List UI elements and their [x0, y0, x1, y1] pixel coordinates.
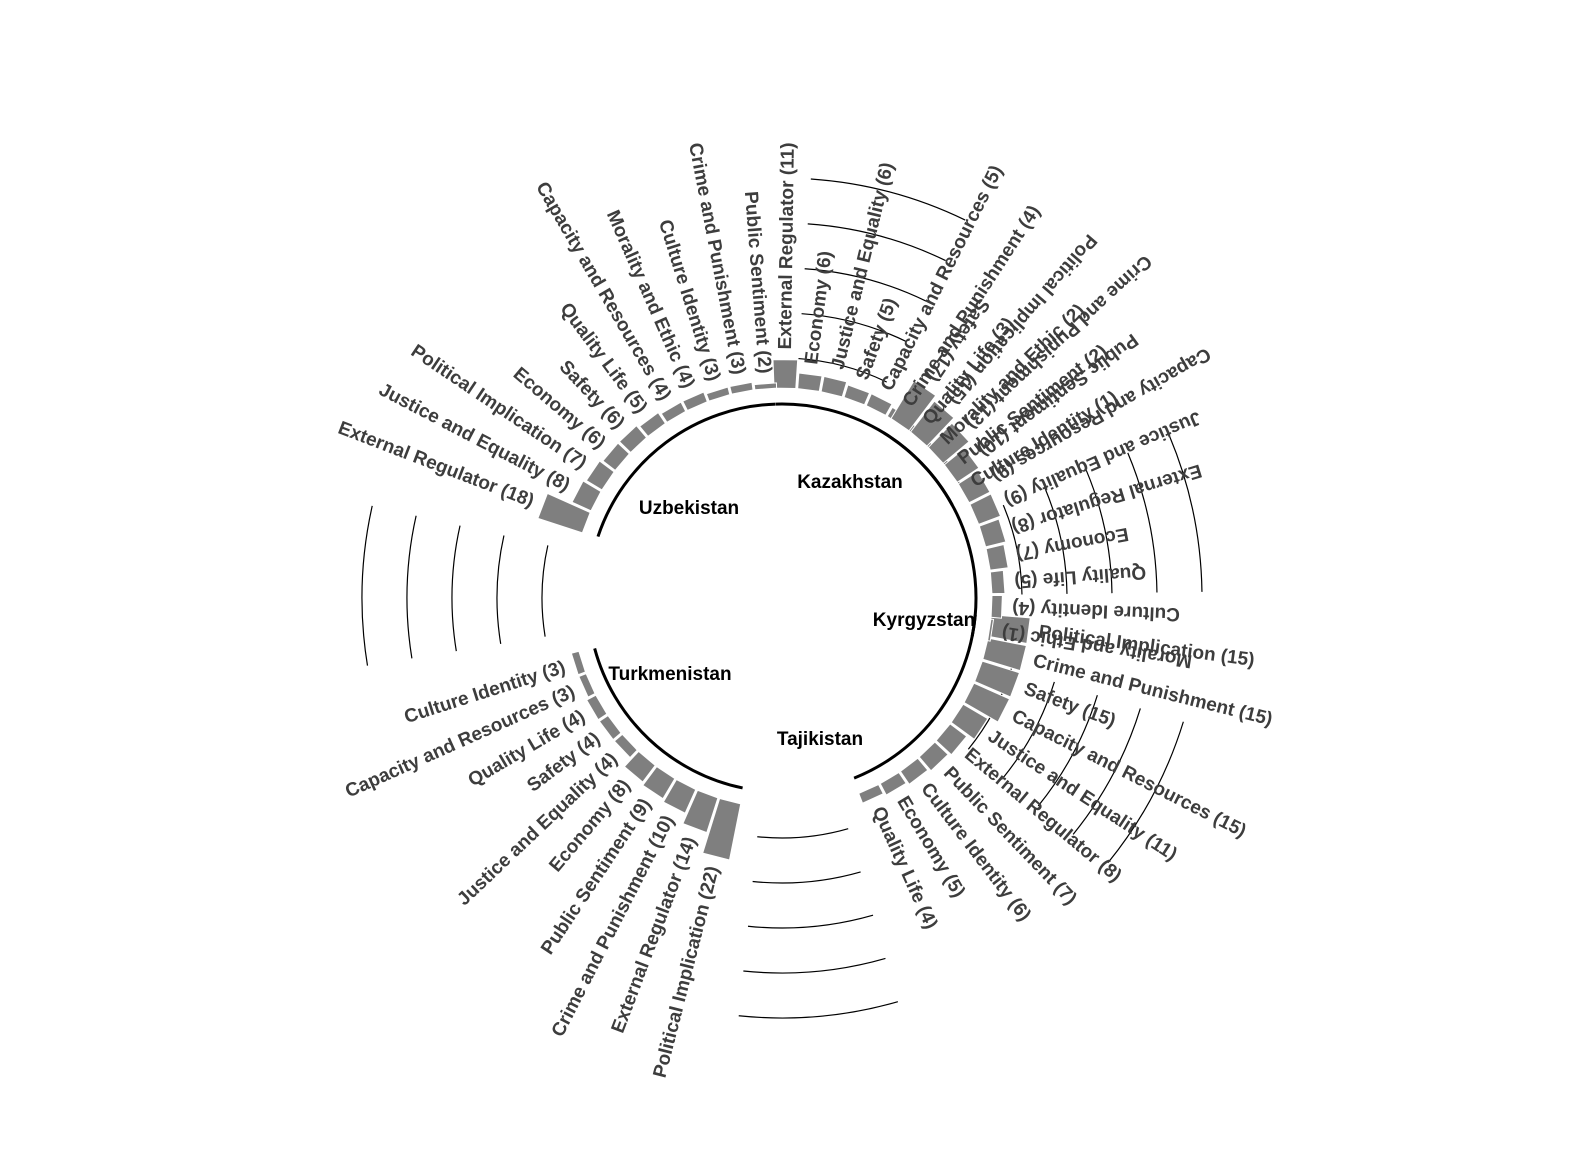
grid-line [406, 515, 417, 659]
bar [702, 797, 742, 861]
bar [957, 470, 991, 504]
grid-line [361, 505, 373, 666]
bar [918, 741, 949, 772]
bar [772, 359, 799, 389]
group-arc [593, 648, 743, 790]
bar [638, 411, 667, 438]
bar [753, 382, 778, 391]
bar [982, 637, 1028, 672]
bar [935, 723, 968, 756]
bar-label: External Regulator (11) [775, 142, 799, 349]
group-label-turkmenistan: Turkmenistan [608, 664, 731, 685]
bar [985, 543, 1009, 571]
grid-line [738, 1001, 899, 1019]
bar [585, 694, 608, 721]
grid-line [496, 535, 505, 644]
grid-line [1127, 452, 1158, 593]
grid-line [807, 223, 946, 262]
bar [570, 650, 587, 676]
bar [578, 673, 596, 698]
grid-line [801, 313, 907, 343]
bar [585, 460, 615, 491]
grid-line [798, 357, 887, 383]
bar-label: Culture Identity (4) [1012, 597, 1181, 625]
bar [963, 682, 1011, 723]
grid-line [1072, 708, 1141, 835]
bar-label: Quality Life (5) [1014, 561, 1147, 591]
bar [602, 442, 631, 472]
grid-line [451, 525, 461, 652]
bar [987, 618, 995, 642]
group-labels: Kazakhstan Kyrgyzstan Tajikistan Turkmen… [608, 472, 975, 750]
grid-line [541, 545, 549, 637]
bar [729, 381, 754, 395]
group-label-kyrgyzstan: Kyrgyzstan [873, 610, 975, 631]
bar [705, 386, 731, 402]
bar [613, 733, 638, 759]
bar [978, 518, 1007, 548]
grid-line [804, 268, 927, 302]
bar [899, 757, 929, 786]
bar [989, 569, 1006, 595]
bars [537, 359, 1031, 861]
grid-line [1168, 435, 1203, 592]
bar [662, 778, 697, 814]
group-arcs [593, 402, 978, 790]
bar [858, 783, 885, 804]
bar [642, 765, 676, 800]
bar [990, 594, 1003, 619]
bar [623, 750, 656, 783]
grid-line [1002, 504, 1023, 595]
bar [682, 789, 719, 834]
bar-labels: External Regulator (11)Economy (6)Justic… [335, 141, 1274, 1080]
bar [943, 447, 980, 483]
bar [927, 422, 970, 465]
group-label-uzbekistan: Uzbekistan [639, 498, 739, 519]
group-label-tajikistan: Tajikistan [777, 729, 863, 750]
group-label-kazakhstan: Kazakhstan [797, 472, 903, 493]
bar [969, 493, 1002, 525]
grid-line [1044, 487, 1068, 594]
bar [890, 380, 937, 432]
bar [537, 492, 591, 534]
bar [909, 400, 955, 447]
bar [618, 424, 648, 454]
grid-line [1085, 470, 1113, 594]
group-arc [883, 431, 978, 637]
bar [660, 401, 687, 423]
bar [843, 384, 871, 406]
bar [682, 391, 708, 412]
bar [571, 480, 602, 512]
bar [820, 375, 848, 398]
bar [879, 771, 907, 796]
bar [865, 393, 893, 417]
grid-line [757, 828, 849, 839]
grid-line [1037, 695, 1098, 807]
group-arc [853, 614, 977, 780]
grid-line [1107, 721, 1184, 864]
bar [950, 703, 989, 741]
bar [598, 714, 622, 741]
bar [974, 660, 1021, 698]
grid-line [1002, 681, 1055, 778]
group-arc [596, 402, 776, 538]
grid-line [752, 871, 861, 884]
grid-line [747, 914, 874, 929]
grid-line [810, 178, 966, 221]
gap-grid-lines [361, 178, 1203, 1019]
bar [797, 372, 823, 392]
grid-line [743, 957, 886, 974]
